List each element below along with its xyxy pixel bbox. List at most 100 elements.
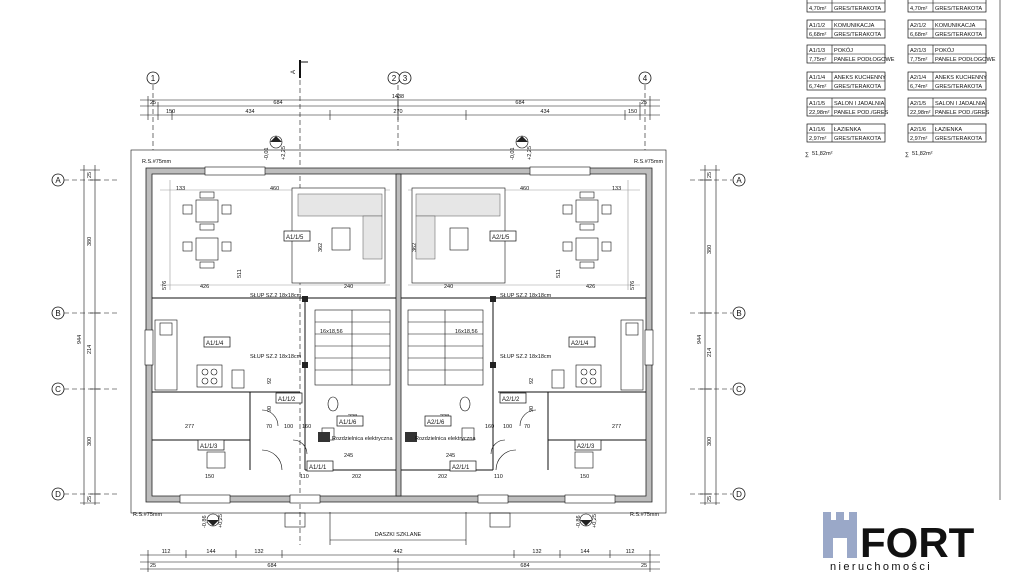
dim-in-150a: 150 [205, 474, 214, 480]
dim-top-r2-1: 434 [245, 109, 254, 115]
legend-sum-symbol-a2: ∑ [905, 152, 909, 158]
dim-in-133b: 133 [612, 186, 621, 192]
level-mark-7: -0,86 [576, 515, 582, 528]
dim-top-r2-2: 270 [393, 109, 402, 115]
dim-in-160a: 160 [302, 424, 311, 430]
legend-finish-a2-5: GRES/TERAKOTA [935, 136, 982, 142]
dim-in-426b: 426 [586, 284, 595, 290]
room-tags: A1/1/5 A2/1/5 A1/1/4 A2/1/4 A1/1/2 A2/1/… [197, 230, 602, 472]
dim-in-277a: 277 [185, 424, 194, 430]
dim-in-240a: 240 [344, 284, 353, 290]
note-daszki: DASZKI SZKLANE [375, 532, 422, 538]
dim-top-r2-3: 434 [540, 109, 549, 115]
legend-code-a1-5: A1/1/6 [809, 127, 825, 133]
axis-label-D-left: D [55, 490, 61, 499]
level-mark-5: -0,86 [202, 515, 208, 528]
rs-label-tl: R.S.#75mm [142, 159, 171, 165]
room-tag-a1-2: A1/1/2 [278, 397, 296, 403]
level-mark-1: -0,01 [264, 147, 270, 160]
top-dimensions: 1438 25 684 684 25 150 434 270 434 150 [140, 94, 660, 120]
dim-left-380: 380 [87, 237, 93, 246]
legend-name-a1-3: ANEKS KUCHENNY [834, 75, 886, 81]
rs-label-tr: R.S.#75mm [634, 159, 663, 165]
dim-in-460a: 460 [270, 186, 279, 192]
dim-bot-r1-4: 132 [532, 549, 541, 555]
column-label-4: SŁUP SZ.2 18x18cm [500, 354, 552, 360]
dim-in-245a: 245 [344, 453, 353, 459]
dim-in-70a: 70 [266, 424, 272, 430]
legend-sum-symbol-a1: ∑ [805, 152, 809, 158]
axis-circle-D-right [732, 487, 746, 501]
kitchen-left [154, 319, 245, 391]
legend-finish-a1-5: GRES/TERAKOTA [834, 136, 881, 142]
legend-finish-a2-1: GRES/TERAKOTA [935, 32, 982, 38]
room-tag-a1-6: A1/1/6 [339, 420, 357, 426]
outer-walls [130, 149, 667, 514]
legend-finish-a1-4: PANELE POD./GRES [834, 110, 889, 116]
legend-code-a1-2: A1/1/3 [809, 48, 825, 54]
dim-in-576b: 576 [630, 281, 636, 290]
legend-name-a2-4: SALON I JADALNIA [935, 101, 986, 107]
dim-right-total: 944 [697, 335, 703, 344]
legend-code-a2-1: A2/1/2 [910, 23, 926, 29]
tower-icon [823, 512, 857, 558]
dim-in-245b: 245 [446, 453, 455, 459]
legend-area-a2-3: 6,74m² [910, 84, 928, 90]
legend-name-a2-5: ŁAZIENKA [935, 127, 962, 133]
axis-label-C-right: C [736, 385, 742, 394]
legend-finish-a1-0: GRES/TERAKOTA [834, 6, 881, 12]
room-tag-a1-5: A1/1/5 [286, 235, 304, 241]
structural-labels: R.S.#75mm R.S.#75mm R.S.#75mm R.S.#75mm … [133, 159, 663, 518]
legend-area-a2-0: 4,70m² [910, 6, 928, 12]
axis-circle-D-left [51, 487, 65, 501]
legend-area-a1-4: 22,98m² [809, 110, 830, 116]
legend-name-a1-5: ŁAZIENKA [834, 127, 861, 133]
dim-bot-r1-3: 442 [393, 549, 402, 555]
legend-name-a2-2: POKÓJ [935, 47, 954, 54]
axis-circle-A-right [732, 173, 746, 187]
dim-bot-r2-3: 25 [641, 563, 647, 569]
dim-in-362b: 362 [412, 243, 418, 252]
axis-circle-B-right [732, 306, 746, 320]
axis-label-1: 1 [151, 74, 156, 83]
dim-bot-r1-2: 132 [254, 549, 263, 555]
axis-label-D-right: D [736, 490, 742, 499]
dim-right-300: 300 [707, 437, 713, 446]
legend-code-a1-1: A1/1/2 [809, 23, 825, 29]
legend-area-a1-2: 7,75m² [809, 57, 827, 63]
legend-finish-a2-2: PANELE PODŁOGOWE [935, 57, 996, 63]
axis-circle-1 [146, 71, 160, 85]
dim-left-25b: 25 [87, 496, 93, 502]
legend-sum-a1: 51,82m² [812, 151, 833, 157]
dim-bot-r2-1: 684 [267, 563, 276, 569]
room-tag-a1-1: A1/1/1 [309, 465, 327, 471]
level-mark-2: +2,25 [281, 146, 287, 160]
row-grid: A B C D A B C D [51, 173, 746, 501]
level-mark-6: +0,25 [218, 514, 224, 528]
dim-bot-r1-0: 112 [162, 549, 171, 555]
dim-left-25a: 25 [87, 172, 93, 178]
axis-circle-A-left [51, 173, 65, 187]
axis-label-B-left: B [55, 309, 60, 318]
dim-in-100a: 100 [284, 424, 293, 430]
stairs: 16x18,56 16x18,56 [314, 309, 484, 386]
column-label-3: SŁUP SZ.2 18x18cm [250, 354, 302, 360]
column-label-2: SŁUP SZ.2 18x18cm [500, 293, 552, 299]
legend-finish-a1-3: GRES/TERAKOTA [834, 84, 881, 90]
rs-label-br: R.S.#75mm [630, 512, 659, 518]
dim-in-160b: 160 [485, 424, 494, 430]
dim-in-202b: 202 [438, 474, 447, 480]
dim-bot-r2-0: 25 [150, 563, 156, 569]
axis-label-3: 3 [403, 74, 408, 83]
dim-left-300: 300 [87, 437, 93, 446]
rs-label-bl: R.S.#75mm [133, 512, 162, 518]
dim-in-110b: 110 [494, 474, 503, 480]
axis-label-4: 4 [643, 74, 648, 83]
dim-in-150b: 150 [580, 474, 589, 480]
bottom-dimensions: 112 144 132 442 132 144 112 25 684 684 2… [140, 549, 660, 572]
level-mark-3: -0,01 [510, 147, 516, 160]
level-mark-4: +2,25 [527, 146, 533, 160]
logo-tagline: nieruchomości [830, 561, 932, 572]
dining-set-left-bottom [182, 237, 232, 269]
